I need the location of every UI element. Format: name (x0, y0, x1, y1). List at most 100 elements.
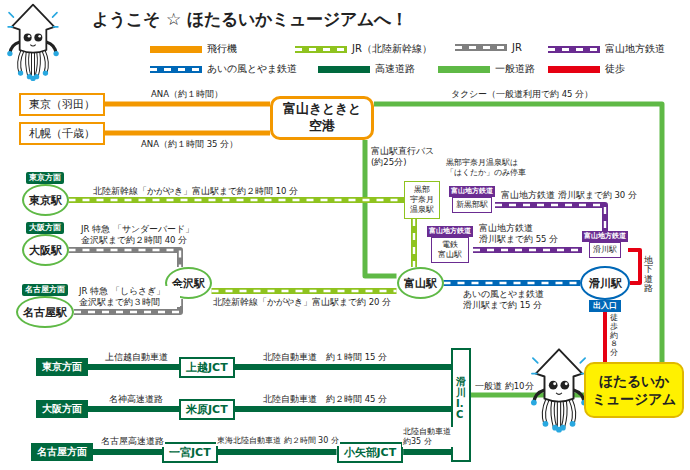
road-route (105, 104, 270, 105)
station-node: 滑川駅出入口 (580, 266, 630, 312)
road-route (403, 452, 451, 453)
junction-box: 上越JCT (179, 357, 235, 378)
edge-label: あいの風とやま鉄道 滑川駅まで約 15 分 (462, 289, 560, 310)
legend-swatch (455, 44, 507, 51)
route-line (473, 247, 582, 253)
destination-box: ほたるいか ミュージアム (584, 362, 684, 418)
road-route (374, 104, 662, 362)
legend-swatch (548, 46, 600, 53)
edge-label: 北陸自動車道 約35 分 (402, 427, 454, 447)
station-node: 大阪方面 (36, 400, 88, 418)
route-line (218, 449, 337, 455)
station-circle: 富山駅 (397, 267, 444, 299)
route-line (93, 449, 162, 455)
legend-entry: JR（北陸新幹線） (295, 42, 432, 56)
edge-label: 上信越自動車道 (104, 352, 169, 363)
station-node: 滑川I.C (451, 348, 471, 462)
road-route (235, 409, 451, 410)
map-title: ようこそ ☆ ほたるいかミュージアムへ！ (92, 8, 408, 31)
road-route (605, 312, 606, 362)
direction-tag: 大阪方面 (26, 222, 64, 234)
road-route (235, 367, 451, 368)
edge-label: JR 特急 「しらさぎ」 金沢駅まで約３時間 (78, 286, 180, 307)
legend-swatch (150, 66, 202, 73)
rail-route (212, 291, 397, 292)
route-line (403, 449, 451, 455)
route-line (235, 406, 451, 412)
edge-label: 名神高速道路 (108, 394, 164, 405)
station-circle: 滑川駅 (580, 266, 630, 300)
station-node: 米原JCT (179, 399, 235, 420)
station-node: 富山地方鉄道滑川駅 (582, 231, 628, 258)
legend-swatch (295, 46, 347, 53)
legend-entry: 高速道路 (318, 62, 415, 76)
station-node: 富山地方鉄道電鉄 富山駅 (427, 226, 473, 263)
railway-tag: 富山地方鉄道 (449, 186, 495, 197)
edge-label: ANA（約１時間） (150, 89, 224, 100)
station-circle: 名古屋駅 (16, 296, 74, 328)
route-line (235, 364, 451, 370)
station-node: 札幌（千歳） (19, 122, 105, 145)
road-route (93, 452, 162, 453)
station-node: ほたるいか ミュージアム (584, 362, 684, 418)
station-node: 名古屋方面名古屋駅 (16, 284, 74, 328)
legend-text: 徒歩 (605, 62, 625, 76)
legend-entry: 徒歩 (548, 62, 625, 76)
junction-box: 小矢部JCT (337, 442, 404, 463)
legend-entry: JR (455, 42, 522, 53)
junction-box: 米原JCT (179, 399, 235, 420)
legend-text: 高速道路 (375, 62, 415, 76)
station-node: 名古屋方面 (31, 443, 93, 461)
airport-box: 東京（羽田） (19, 93, 105, 116)
rail-dash (69, 199, 405, 201)
rail-route (69, 200, 405, 201)
station-node: 富山駅 (397, 267, 444, 299)
legend-swatch (318, 66, 370, 73)
junction-box: 一宮JCT (162, 442, 218, 463)
edge-label: 東海北陸自動車道 約２時間 30 分 (216, 436, 340, 446)
edge-label: 富山地方鉄道 滑川駅まで約 55 分 (478, 223, 564, 244)
rail-route (473, 250, 582, 251)
edge-label: 地下道路 (644, 256, 653, 293)
route-line (69, 250, 181, 267)
rail-dash (473, 249, 582, 251)
edge-label: 富山駅直行バス (約25分) (370, 146, 442, 167)
exit-tag: 出入口 (589, 300, 621, 312)
station-node: 小矢部JCT (337, 442, 404, 463)
edge-label: 北陸新幹線「かがやき」富山駅まで約２時間 10 分 (92, 186, 299, 197)
legend-entry: 富山地方鉄道 (548, 42, 665, 56)
rail-dash (212, 290, 397, 292)
edge-label: 北陸新幹線「かがやき」富山駅まで約 20 分 (212, 297, 392, 308)
airport-box: 札幌（千歳） (19, 122, 105, 145)
rail-dash (444, 282, 581, 284)
station-node: 東京方面 (36, 358, 88, 376)
road-route (88, 409, 179, 410)
station-node: 富山きときと 空港 (270, 96, 374, 140)
legend-swatch (548, 66, 600, 73)
station-node: 東京方面東京駅 (22, 172, 69, 216)
direction-box: 名古屋方面 (31, 443, 93, 461)
edge-label: 北陸自動車道 約１時間 15 分 (262, 352, 388, 363)
legend-text: JR（北陸新幹線） (352, 42, 432, 56)
route-line (374, 104, 662, 362)
edge-label: 徒歩約８分 (610, 314, 618, 358)
direction-box: 大阪方面 (36, 400, 88, 418)
route-line (88, 364, 179, 370)
station-box: 新黒部駅 (452, 197, 492, 213)
route-line (69, 197, 405, 203)
route-line (88, 406, 179, 412)
road-route (218, 452, 337, 453)
rail-dash (413, 219, 415, 267)
airport-box: 富山きときと 空港 (270, 96, 374, 140)
route-line (444, 280, 581, 286)
route-line (105, 131, 270, 136)
edge-label: 富山地方鉄道 滑川駅まで約 30 分 (500, 190, 638, 201)
direction-tag: 名古屋方面 (22, 284, 68, 296)
mascot-squid (531, 349, 587, 432)
rail-route (414, 219, 415, 267)
rail-route (444, 283, 581, 284)
station-node: 大阪方面大阪駅 (22, 222, 69, 266)
legend-text: JR (512, 42, 522, 53)
road-route (628, 250, 640, 283)
mascot-squid (7, 5, 59, 81)
